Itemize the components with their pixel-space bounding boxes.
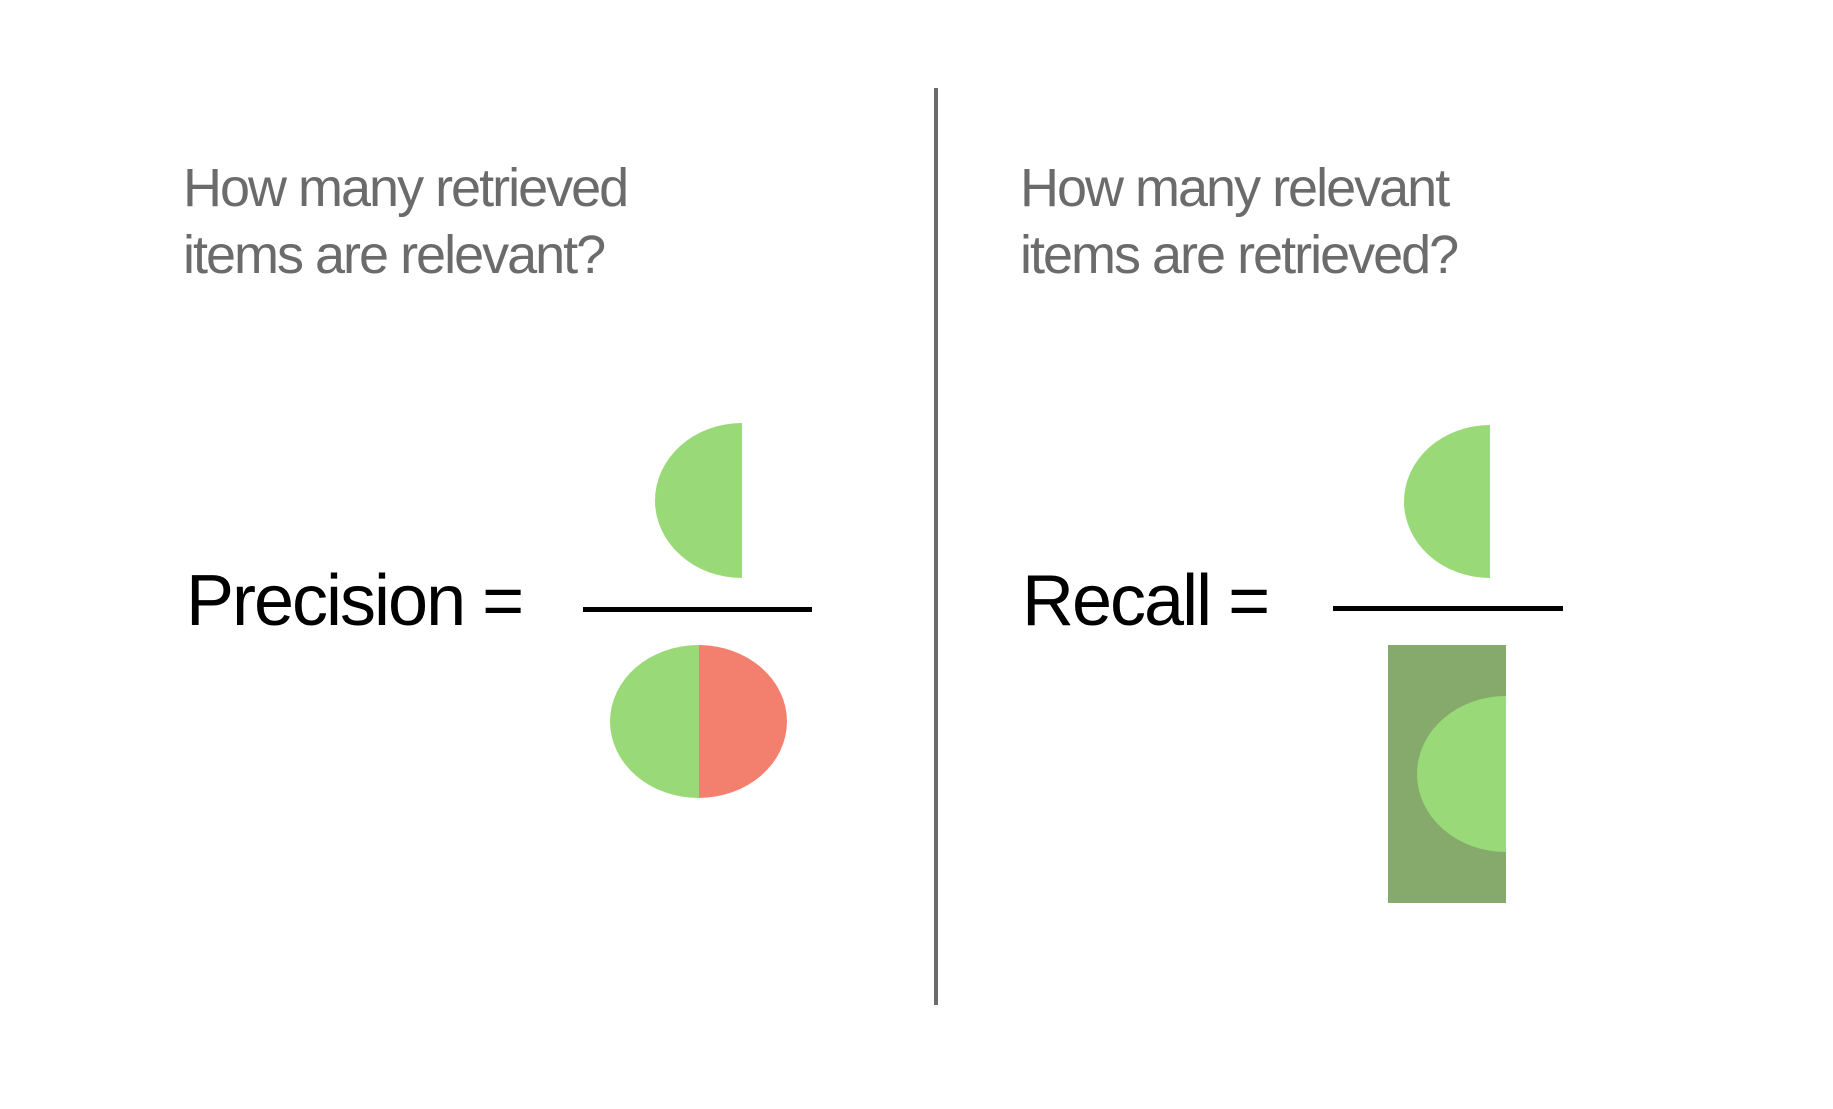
vertical-divider <box>934 88 938 1005</box>
precision-label: Precision = <box>186 561 524 641</box>
retrieved-items-circle-icon <box>610 645 787 798</box>
retrieved-relevant-half-circle-icon <box>655 423 742 578</box>
relevant-retrieved-inner-half-circle <box>1417 696 1506 852</box>
retrieved-irrelevant-half <box>698 645 787 798</box>
recall-fraction-bar <box>1333 606 1563 611</box>
precision-question: How many retrieved items are relevant? <box>183 158 629 285</box>
recall-question: How many relevant items are retrieved? <box>1020 158 1459 285</box>
recall-label: Recall = <box>1022 561 1270 641</box>
retrieved-relevant-half <box>610 645 699 798</box>
precision-fraction-bar <box>583 607 812 612</box>
relevant-retrieved-half-circle-icon <box>1404 425 1490 578</box>
relevant-items-rectangle-icon <box>1388 645 1506 903</box>
